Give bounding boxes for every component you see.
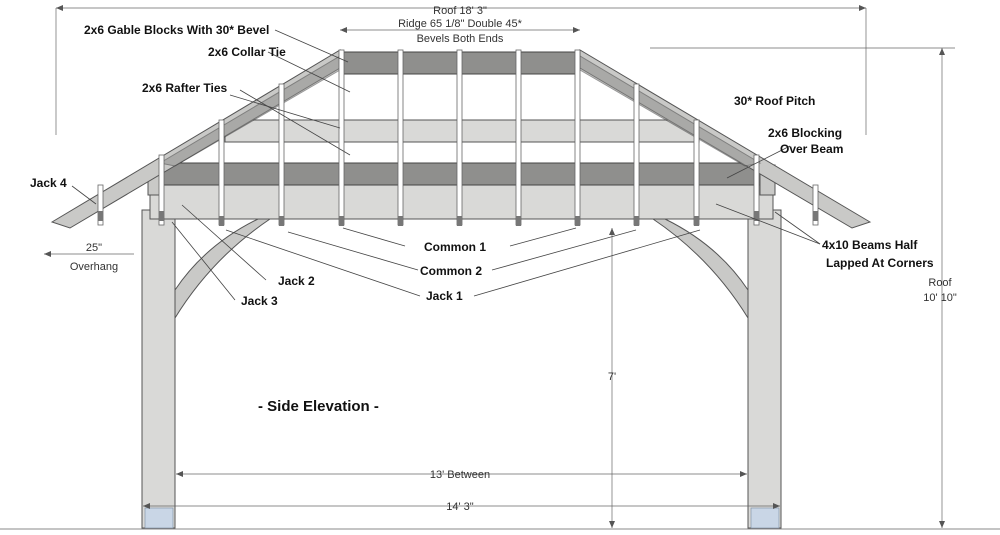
rafter-jack1-right — [633, 83, 640, 226]
roof-pitch-label: 30* Roof Pitch — [734, 94, 815, 108]
blocking-label-line1: 2x6 Blocking — [768, 126, 842, 140]
side-elevation-title: - Side Elevation - — [258, 398, 379, 415]
rafter-jack2-right — [693, 119, 700, 226]
between-posts-value: 13' Between — [430, 469, 490, 481]
rafter-tails — [98, 211, 818, 226]
jack3-label: Jack 3 — [241, 294, 278, 308]
rafter-common-3 — [456, 49, 463, 226]
roof-length-label: Roof 18' 3" — [433, 5, 487, 17]
left-post — [141, 209, 176, 529]
overhang-value: 25" — [86, 242, 102, 254]
common1-label: Common 1 — [424, 240, 486, 254]
roof-height-label: Roof — [928, 277, 952, 289]
beams-label-line2: Lapped At Corners — [826, 256, 934, 270]
right-post — [747, 209, 782, 529]
right-knee-brace — [651, 218, 749, 320]
jack2-label: Jack 2 — [278, 274, 315, 288]
dimension-arrowheads — [44, 5, 945, 528]
roof-height-value: 10' 10" — [923, 292, 957, 304]
overhang-label: Overhang — [70, 261, 118, 273]
rafter-jack4-right — [812, 184, 819, 226]
right-post-footing — [750, 507, 780, 529]
rafter-common-1 — [338, 49, 345, 226]
blocking-label-line2: Over Beam — [780, 142, 843, 156]
overall-width-value: 14' 3" — [446, 501, 474, 513]
jack1-label: Jack 1 — [426, 289, 463, 303]
rafter-jack1-left — [278, 83, 285, 226]
post-height-value: 7' — [608, 371, 616, 383]
rafter-jack3-right — [753, 154, 760, 226]
rafter-jack3-left — [158, 154, 165, 226]
gable-blocks-label: 2x6 Gable Blocks With 30* Bevel — [84, 23, 269, 37]
rafter-jack2-left — [218, 119, 225, 226]
rafter-ties-label: 2x6 Rafter Ties — [142, 81, 227, 95]
jack4-label: Jack 4 — [30, 176, 67, 190]
rafter-common-4 — [515, 49, 522, 226]
left-post-footing — [144, 507, 174, 529]
right-gable-blocks — [579, 55, 762, 167]
leader-lines — [71, 29, 821, 301]
common2-label: Common 2 — [420, 264, 482, 278]
ridge-label-line1: Ridge 65 1/8" Double 45* — [398, 18, 522, 30]
rafter-common-5 — [574, 49, 581, 226]
ridge-label-line2: Bevels Both Ends — [417, 33, 504, 45]
rafter-jack4-left — [97, 184, 104, 226]
rafter-common-2 — [397, 49, 404, 226]
beams-label-line1: 4x10 Beams Half — [822, 238, 918, 252]
left-gable-blocks — [158, 55, 341, 167]
collar-tie-label: 2x6 Collar Tie — [208, 45, 286, 59]
